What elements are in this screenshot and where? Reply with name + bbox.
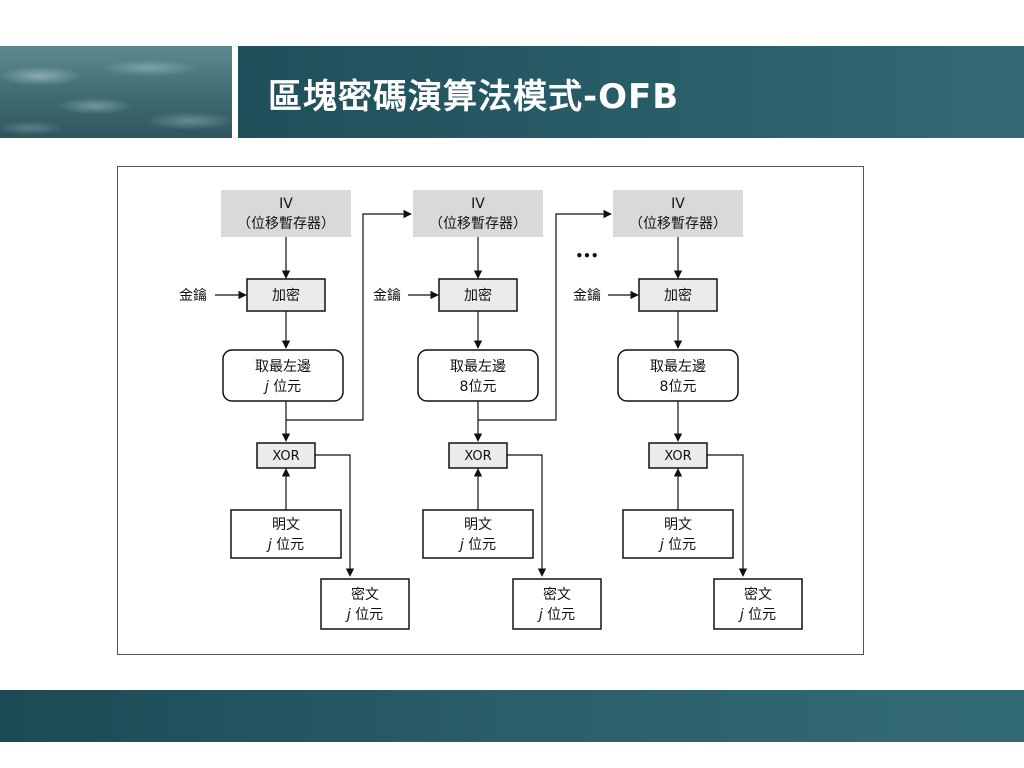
stage-2-plaintext-bits: j 位元	[458, 537, 496, 553]
stage-2-ciphertext-bits-var: j	[537, 607, 543, 623]
stage-2-plaintext-bits-unit: 位元	[464, 537, 496, 553]
stage-3-ciphertext-bits: j 位元	[738, 607, 776, 623]
stage-2-encrypt-label: 加密	[464, 287, 492, 304]
stage-3-plaintext-bits: j 位元	[658, 537, 696, 553]
feedback-arrow-stage-1-to-2	[286, 209, 412, 421]
header-photo	[0, 46, 232, 138]
stage-2-plaintext-label: 明文	[464, 517, 492, 533]
stage-3-plaintext-bits-var: j	[658, 537, 664, 553]
stage-1-select-bits-unit: 位元	[269, 379, 301, 395]
stage-2-xor-box	[448, 442, 508, 469]
stage-2-select-bits: 8位元	[460, 379, 497, 395]
stage-2-plaintext-box	[422, 509, 534, 559]
stage-3-xor-box	[648, 442, 708, 469]
stage-2-iv-label: IV	[471, 196, 485, 212]
stage-1-iv-label: IV	[279, 196, 293, 212]
stage-1-iv-box	[221, 190, 351, 237]
stage-1-ciphertext-box	[320, 578, 410, 630]
stage-1: IV （位移暫存器） 金鑰 加密 取最左邊 j 位元 XOR 明文 j 位元 密…	[179, 190, 410, 630]
stage-2-iv-sublabel: （位移暫存器）	[429, 216, 527, 232]
feedback-arrow-stage-2-to-3	[478, 209, 612, 421]
stage-2: IV （位移暫存器） 金鑰 加密 取最左邊 8位元 XOR 明文 j 位元 密文…	[373, 190, 602, 630]
stage-2-select-label: 取最左邊	[450, 359, 506, 375]
stage-2-select-bits-unit: 8位元	[460, 379, 497, 395]
stage-3-plaintext-box	[622, 509, 734, 559]
stage-1-plaintext-bits-unit: 位元	[272, 537, 304, 553]
stage-3-plaintext-bits-unit: 位元	[664, 537, 696, 553]
stage-1-key-label: 金鑰	[179, 288, 207, 304]
stage-1-select-box	[222, 349, 344, 402]
stage-3-select-bits: 8位元	[660, 379, 697, 395]
stage-2-encrypt-box	[438, 278, 518, 312]
stage-2-ciphertext-label: 密文	[543, 586, 571, 603]
stage-1-xor-box	[256, 442, 316, 469]
stage-1-xor-to-ciphertext-arrow	[315, 454, 355, 577]
stage-2-ciphertext-bits: j 位元	[537, 607, 575, 623]
stage-3-iv-box	[613, 190, 743, 237]
stage-3-plaintext-label: 明文	[664, 517, 692, 533]
stage-3-iv-sublabel: （位移暫存器）	[629, 216, 727, 232]
stage-3-ciphertext-bits-unit: 位元	[744, 607, 776, 623]
footer-band	[0, 690, 1024, 742]
stage-2-plaintext-bits-var: j	[458, 537, 464, 553]
stage-3-ciphertext-box	[713, 578, 803, 630]
stage-1-encrypt-box	[246, 278, 326, 312]
stage-1-select-bits: j 位元	[263, 379, 301, 395]
slide-title: 區塊密碼演算法模式-OFB	[268, 77, 680, 117]
stage-3-ciphertext-label: 密文	[744, 586, 772, 603]
stage-3-select-label: 取最左邊	[650, 359, 706, 375]
stage-1-plaintext-bits-var: j	[266, 537, 272, 553]
stage-2-iv-box	[413, 190, 543, 237]
stage-2-xor-label: XOR	[464, 449, 491, 464]
stage-3-xor-label: XOR	[664, 449, 691, 464]
stage-1-encrypt-label: 加密	[272, 287, 300, 304]
ofb-diagram: IV （位移暫存器） 金鑰 加密 取最左邊 j 位元 XOR 明文 j 位元 密…	[179, 190, 803, 630]
header-divider	[232, 46, 238, 138]
stage-2-key-label: 金鑰	[373, 288, 401, 304]
stage-1-ciphertext-label: 密文	[351, 586, 379, 603]
stage-3-key-label: 金鑰	[573, 288, 601, 304]
stage-2-xor-to-ciphertext-arrow	[507, 454, 547, 577]
stage-1-select-bits-var: j	[263, 379, 269, 395]
stage-1-ciphertext-bits-unit: 位元	[351, 607, 383, 623]
stage-3-iv-label: IV	[671, 196, 685, 212]
header-band	[238, 46, 1024, 138]
stage-2-ciphertext-bits-unit: 位元	[543, 607, 575, 623]
ellipsis-marker: •••	[575, 249, 598, 263]
stage-1-xor-label: XOR	[272, 449, 299, 464]
stage-1-plaintext-label: 明文	[272, 517, 300, 533]
stage-1-plaintext-bits: j 位元	[266, 537, 304, 553]
stage-1-select-label: 取最左邊	[255, 359, 311, 375]
stage-3-select-bits-unit: 8位元	[660, 379, 697, 395]
stage-3-encrypt-label: 加密	[664, 287, 692, 304]
stage-1-iv-sublabel: （位移暫存器）	[237, 216, 335, 232]
stage-2-ciphertext-box	[512, 578, 602, 630]
stage-3-xor-to-ciphertext-arrow	[707, 454, 748, 577]
stage-3-ciphertext-bits-var: j	[738, 607, 744, 623]
stage-3: IV （位移暫存器） 金鑰 加密 取最左邊 8位元 XOR 明文 j 位元 密文…	[573, 190, 803, 630]
stage-1-ciphertext-bits: j 位元	[345, 607, 383, 623]
stage-1-ciphertext-bits-var: j	[345, 607, 351, 623]
